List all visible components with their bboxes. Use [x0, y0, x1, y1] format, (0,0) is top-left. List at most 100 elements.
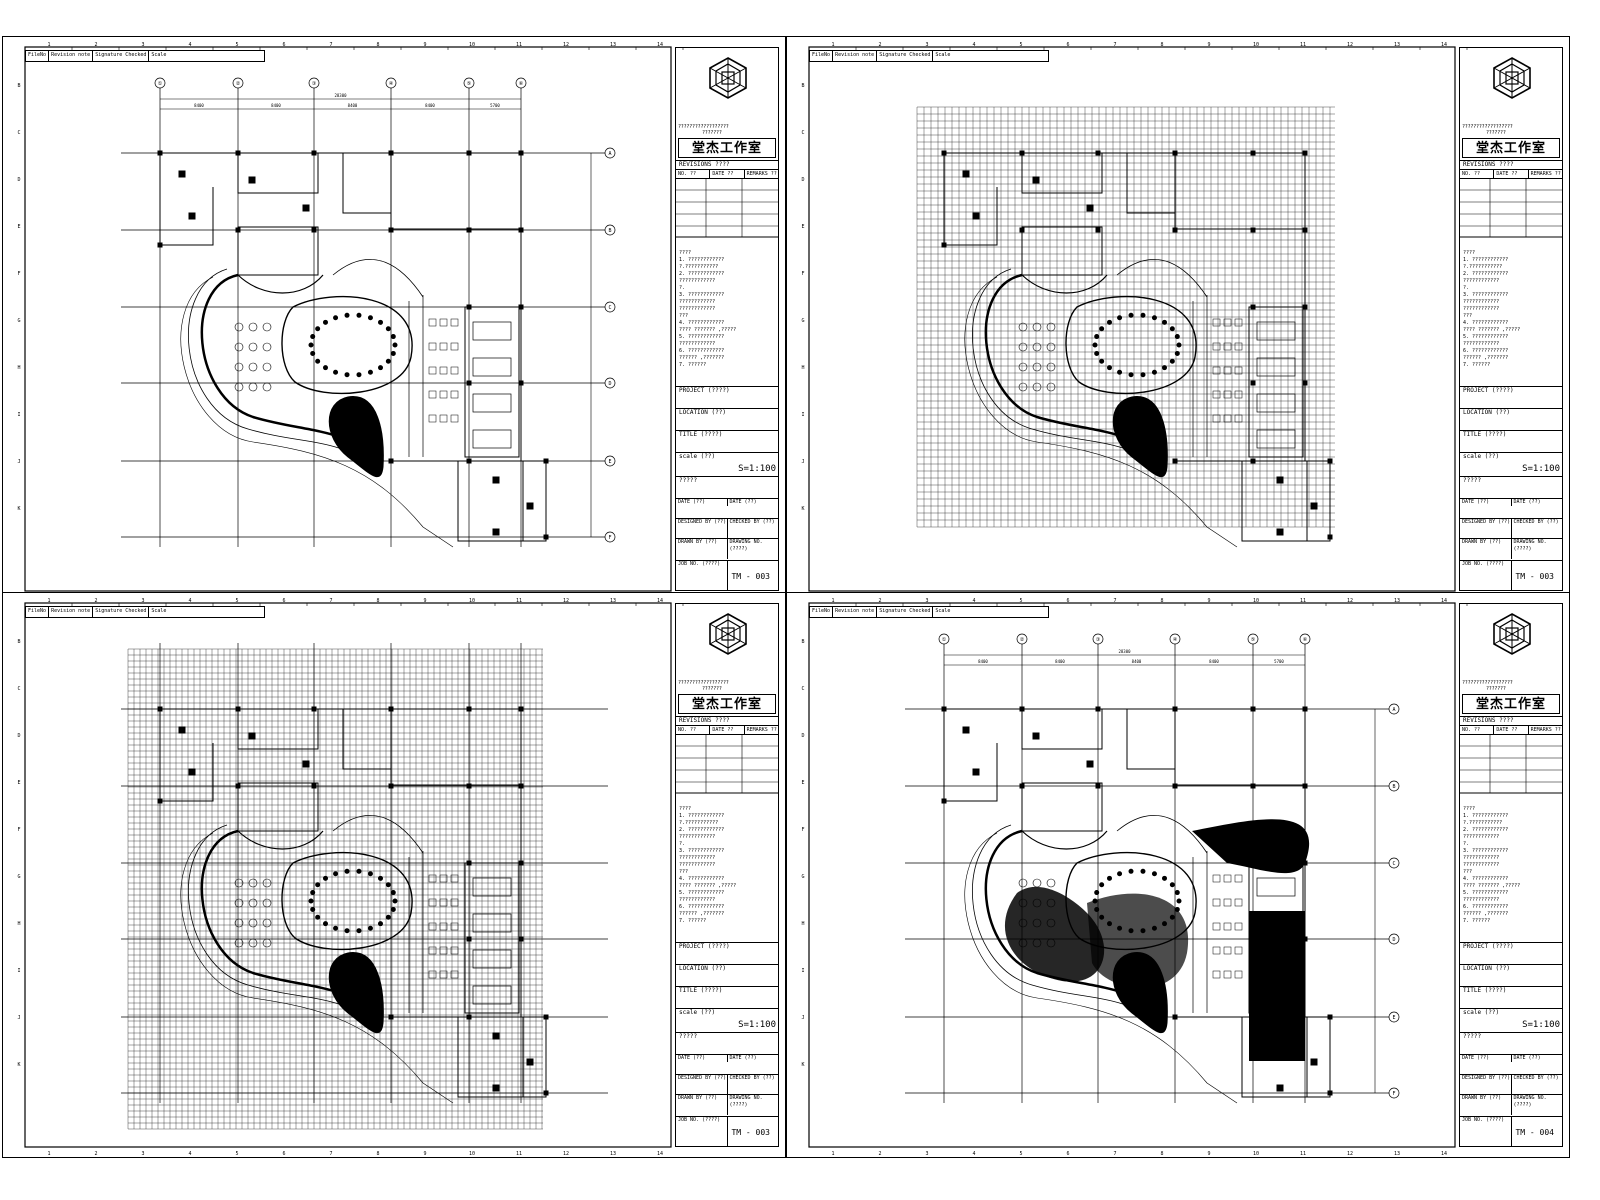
frame-row-label: F [801, 271, 804, 277]
grid-bubble [604, 147, 616, 159]
room-block [1174, 152, 1306, 230]
title-label: TITLE (????) [676, 986, 778, 995]
drawing-no-cell: DRAWING NO. (????) [1513, 1095, 1547, 1108]
note-line: 2. ???????????? [679, 827, 725, 833]
frame-row-label: E [801, 224, 804, 230]
col-remarks: REMARKS ?? [746, 171, 777, 177]
studio-brand: 堂杰工作室 [1462, 138, 1560, 158]
pond [328, 396, 384, 478]
grid-bubble-label: ③ [312, 81, 317, 87]
frame-row-label: B [17, 639, 20, 645]
title-block: ?????????????????? ??????? 堂杰工作室 REVISIO… [675, 603, 779, 1147]
title-label: TITLE (????) [1460, 986, 1562, 995]
studio-brand: 堂杰工作室 [1462, 694, 1560, 714]
frame-col-label: 7 [1113, 42, 1116, 48]
drawing-number: TM - 003 [731, 572, 770, 581]
column [1276, 528, 1284, 536]
grid-bubble-label: ① [158, 81, 163, 87]
note-line: 4. ???????????? [679, 876, 725, 882]
column [248, 732, 256, 740]
designed-row: DESIGNED BY (??) CHECKED BY (??) [1460, 1074, 1562, 1095]
title-strip: FileNo Revision note Signature Checked S… [25, 50, 265, 62]
col-no: NO. ?? [676, 726, 711, 734]
frame-row-label: F [17, 271, 20, 277]
frame-row-label: D [17, 733, 20, 739]
cube-logo-icon [1493, 57, 1531, 99]
title-block: ?????????????????? ??????? 堂杰工作室 REVISIO… [675, 47, 779, 591]
note-line: ?.??????????? [1463, 820, 1503, 826]
grid-bubble [1388, 857, 1400, 869]
revision-columns: NO. ?? DATE ?? REMARKS ?? [676, 169, 778, 179]
note-line: ???????????? [1463, 855, 1500, 861]
location-label: LOCATION (??) [676, 408, 778, 417]
frame-col-label: 13 [1394, 42, 1400, 48]
note-line: ???? ??????? ,????? [679, 327, 737, 333]
designed-cell: DESIGNED BY (??) [1460, 519, 1512, 539]
grid-bubble-label: ② [1020, 637, 1025, 643]
drawing-no-cell: DRAWING NO. (????) [729, 539, 763, 552]
note-line: 1. ???????????? [679, 257, 725, 263]
drawing-border [24, 46, 672, 592]
central-atrium [1065, 295, 1197, 395]
date-cell: DATE (??) [1460, 1055, 1512, 1062]
address: ?????????????????? ??????? [1462, 124, 1560, 136]
frame-col-label: 4 [188, 598, 191, 604]
grid-bubble-label: E [1392, 1015, 1395, 1021]
note-line: 2. ???????????? [679, 271, 725, 277]
column [972, 212, 980, 220]
drawing-sheet-1[interactable]: 11223344556677889910101111121213131414BC… [2, 36, 786, 602]
central-atrium [281, 851, 413, 951]
frame-col-label: 7 [329, 598, 332, 604]
strip-rev: Revision note [833, 607, 878, 617]
grid-bubble-label: ④ [1173, 637, 1178, 643]
grid-bubble [308, 77, 320, 89]
address-line-2: ??????? [702, 130, 722, 136]
note-line: ???????????? [1463, 341, 1500, 347]
frame-col-label: 1 [47, 1151, 50, 1157]
revision-table [1460, 734, 1562, 794]
grid-bubble [1388, 933, 1400, 945]
grid-bubble [1388, 1087, 1400, 1099]
frame-col-label: 9 [423, 42, 426, 48]
column [178, 726, 186, 734]
remarks-label: ????? [1460, 476, 1562, 485]
note-line: 7. ?????? [679, 362, 707, 368]
meeting-table [472, 949, 512, 969]
frame-row-label: C [17, 130, 20, 136]
note-line: ???????????? [679, 834, 716, 840]
frame-row-label: E [801, 780, 804, 786]
checked-cell: CHECKED BY (??) [729, 519, 775, 525]
frame-col-label: 2 [878, 1151, 881, 1157]
designed-row: DESIGNED BY (??) CHECKED BY (??) [676, 518, 778, 539]
drawing-sheet-2[interactable]: 11223344556677889910101111121213131414BC… [786, 36, 1570, 602]
drawn-cell: DRAWN BY (??) [676, 1095, 728, 1115]
frame-col-label: 4 [972, 42, 975, 48]
frame-col-label: 14 [1441, 42, 1447, 48]
strip-file: FileNo [810, 607, 834, 617]
strip-scale: Scale [151, 52, 167, 58]
note-line: ???????????? [679, 862, 716, 868]
col-no: NO. ?? [676, 170, 711, 178]
note-line: 7. ?????? [1463, 918, 1491, 924]
note-line: ?. [679, 285, 686, 291]
frame-col-label: 3 [925, 1151, 928, 1157]
note-line: ???????????? [679, 341, 716, 347]
drawing-no-cell: DRAWING NO. (????) [1513, 539, 1547, 552]
job-no-cell: JOB NO. (????) [676, 1117, 728, 1147]
job-row: JOB NO. (????) [676, 1116, 778, 1147]
frame-col-label: 9 [1207, 42, 1210, 48]
frame-row-label: I [801, 968, 804, 974]
remarks-label: ????? [676, 1032, 778, 1041]
frame-col-label: 13 [610, 1151, 616, 1157]
address: ?????????????????? ??????? [1462, 680, 1560, 692]
frame-row-label: B [801, 639, 804, 645]
meeting-table [472, 321, 512, 341]
job-no-cell: JOB NO. (????) [1460, 561, 1512, 591]
span-dimension: 8400 [271, 103, 281, 108]
col-no: NO. ?? [1460, 170, 1495, 178]
col-no: NO. ?? [1460, 726, 1495, 734]
revision-columns: NO. ?? DATE ?? REMARKS ?? [1460, 169, 1562, 179]
frame-col-label: 8 [376, 42, 379, 48]
